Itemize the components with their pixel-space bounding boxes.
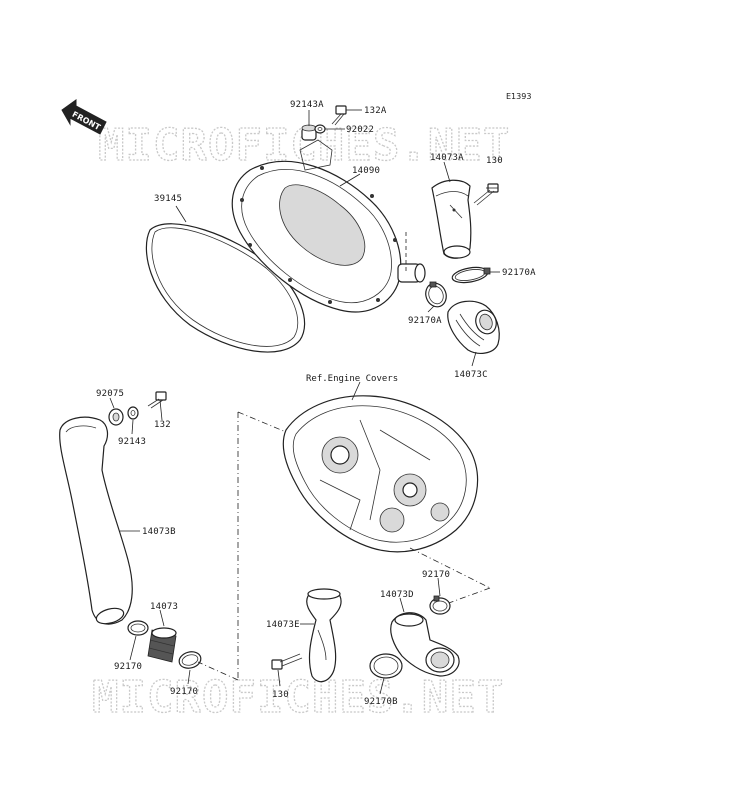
clamp-92170B <box>369 653 403 679</box>
converter-cover-14090 <box>231 139 426 313</box>
washer-92143 <box>127 406 139 420</box>
label-92170B: 92170B <box>364 697 398 707</box>
diagram-code: E1393 <box>506 92 531 101</box>
label-14090: 14090 <box>352 166 380 176</box>
label-92170A-right: 92170A <box>502 268 536 278</box>
bolt-130-bottom <box>271 653 303 670</box>
gasket-39145 <box>145 223 306 353</box>
label-39145: 39145 <box>154 194 182 204</box>
label-14073: 14073 <box>150 602 178 612</box>
label-14073E: 14073E <box>266 620 300 630</box>
label-92143: 92143 <box>118 437 146 447</box>
bolt-132 <box>147 391 167 409</box>
label-92022: 92022 <box>346 125 374 135</box>
label-132A: 132A <box>364 106 387 116</box>
label-92170-left: 92170 <box>114 662 142 672</box>
front-arrow-icon: FRONT <box>61 99 107 135</box>
boot-14073C <box>447 300 500 354</box>
clamp-92170A-left <box>425 281 447 308</box>
cap-92075 <box>108 408 124 426</box>
label-132: 132 <box>154 420 171 430</box>
reference-lines <box>197 232 491 681</box>
ref-engine-covers-note: Ref.Engine Covers <box>306 374 398 384</box>
label-130-top: 130 <box>486 156 503 166</box>
label-130-bottom: 130 <box>272 690 289 700</box>
label-92075: 92075 <box>96 389 124 399</box>
label-92170-right: 92170 <box>422 570 450 580</box>
bolt-130-top <box>473 183 499 206</box>
duct-14073A <box>431 179 472 259</box>
engine-cover-reference <box>282 395 479 553</box>
label-14073A: 14073A <box>430 153 464 163</box>
label-92143A: 92143A <box>290 100 324 110</box>
clamp-92170-left <box>127 620 149 636</box>
watermark-bottom: MICROFICHES.NET <box>92 672 504 723</box>
label-14073C: 14073C <box>454 370 488 380</box>
duct-14073B <box>59 416 133 625</box>
clamp-92170-right <box>429 595 451 615</box>
boot-14073 <box>147 627 177 663</box>
leader-lines <box>109 109 500 695</box>
label-92170A-left: 92170A <box>408 316 442 326</box>
duct-14073D <box>390 612 460 677</box>
label-14073D: 14073D <box>380 590 414 600</box>
label-92170-mid: 92170 <box>170 687 198 697</box>
label-14073B: 14073B <box>142 527 176 537</box>
cap-92143A <box>301 124 317 141</box>
clamp-92170A-right <box>451 266 491 284</box>
clamp-92170-mid <box>178 651 202 669</box>
duct-14073E <box>306 588 342 683</box>
bolt-132A <box>331 105 347 126</box>
washer-92022 <box>314 124 326 134</box>
part-labels: 92143A 132A 92022 14090 14073A 130 39145… <box>96 100 536 707</box>
